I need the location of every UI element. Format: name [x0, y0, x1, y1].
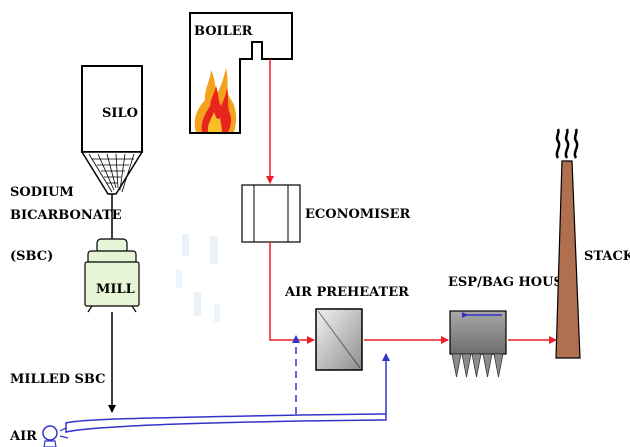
sbc-label: (SBC) — [10, 249, 53, 264]
silo: SILO — [80, 65, 144, 195]
air-path — [59, 335, 390, 439]
flame-icon — [194, 68, 237, 132]
silo-label: SILO — [102, 106, 138, 121]
esp-bag-house-label: ESP/BAG HOUSE — [448, 275, 573, 290]
air-duct — [65, 413, 387, 433]
flue-gas-path — [266, 59, 557, 344]
smoke-icon — [555, 128, 579, 159]
mill: MILL — [84, 238, 140, 313]
air-preheater: AIR PREHEATER — [284, 285, 409, 371]
mill-label: MILL — [96, 282, 135, 297]
boiler-label: BOILER — [194, 24, 253, 39]
milled-sbc-label: MILLED SBC — [10, 372, 105, 387]
fan-icon — [42, 425, 58, 447]
boiler: BOILER — [189, 12, 293, 134]
air-preheater-label: AIR PREHEATER — [284, 285, 409, 300]
bicarbonate-label: BICARBONATE — [10, 208, 122, 223]
background-marks — [176, 234, 220, 322]
stack: STACK — [555, 128, 630, 359]
stack-label: STACK — [584, 249, 630, 264]
sodium-label: SODIUM — [10, 185, 74, 200]
air-label: AIR — [9, 429, 37, 444]
esp-bag-house: ESP/BAG HOUSE — [448, 275, 573, 378]
economiser-label: ECONOMISER — [305, 207, 411, 222]
economiser: ECONOMISER — [241, 184, 411, 243]
